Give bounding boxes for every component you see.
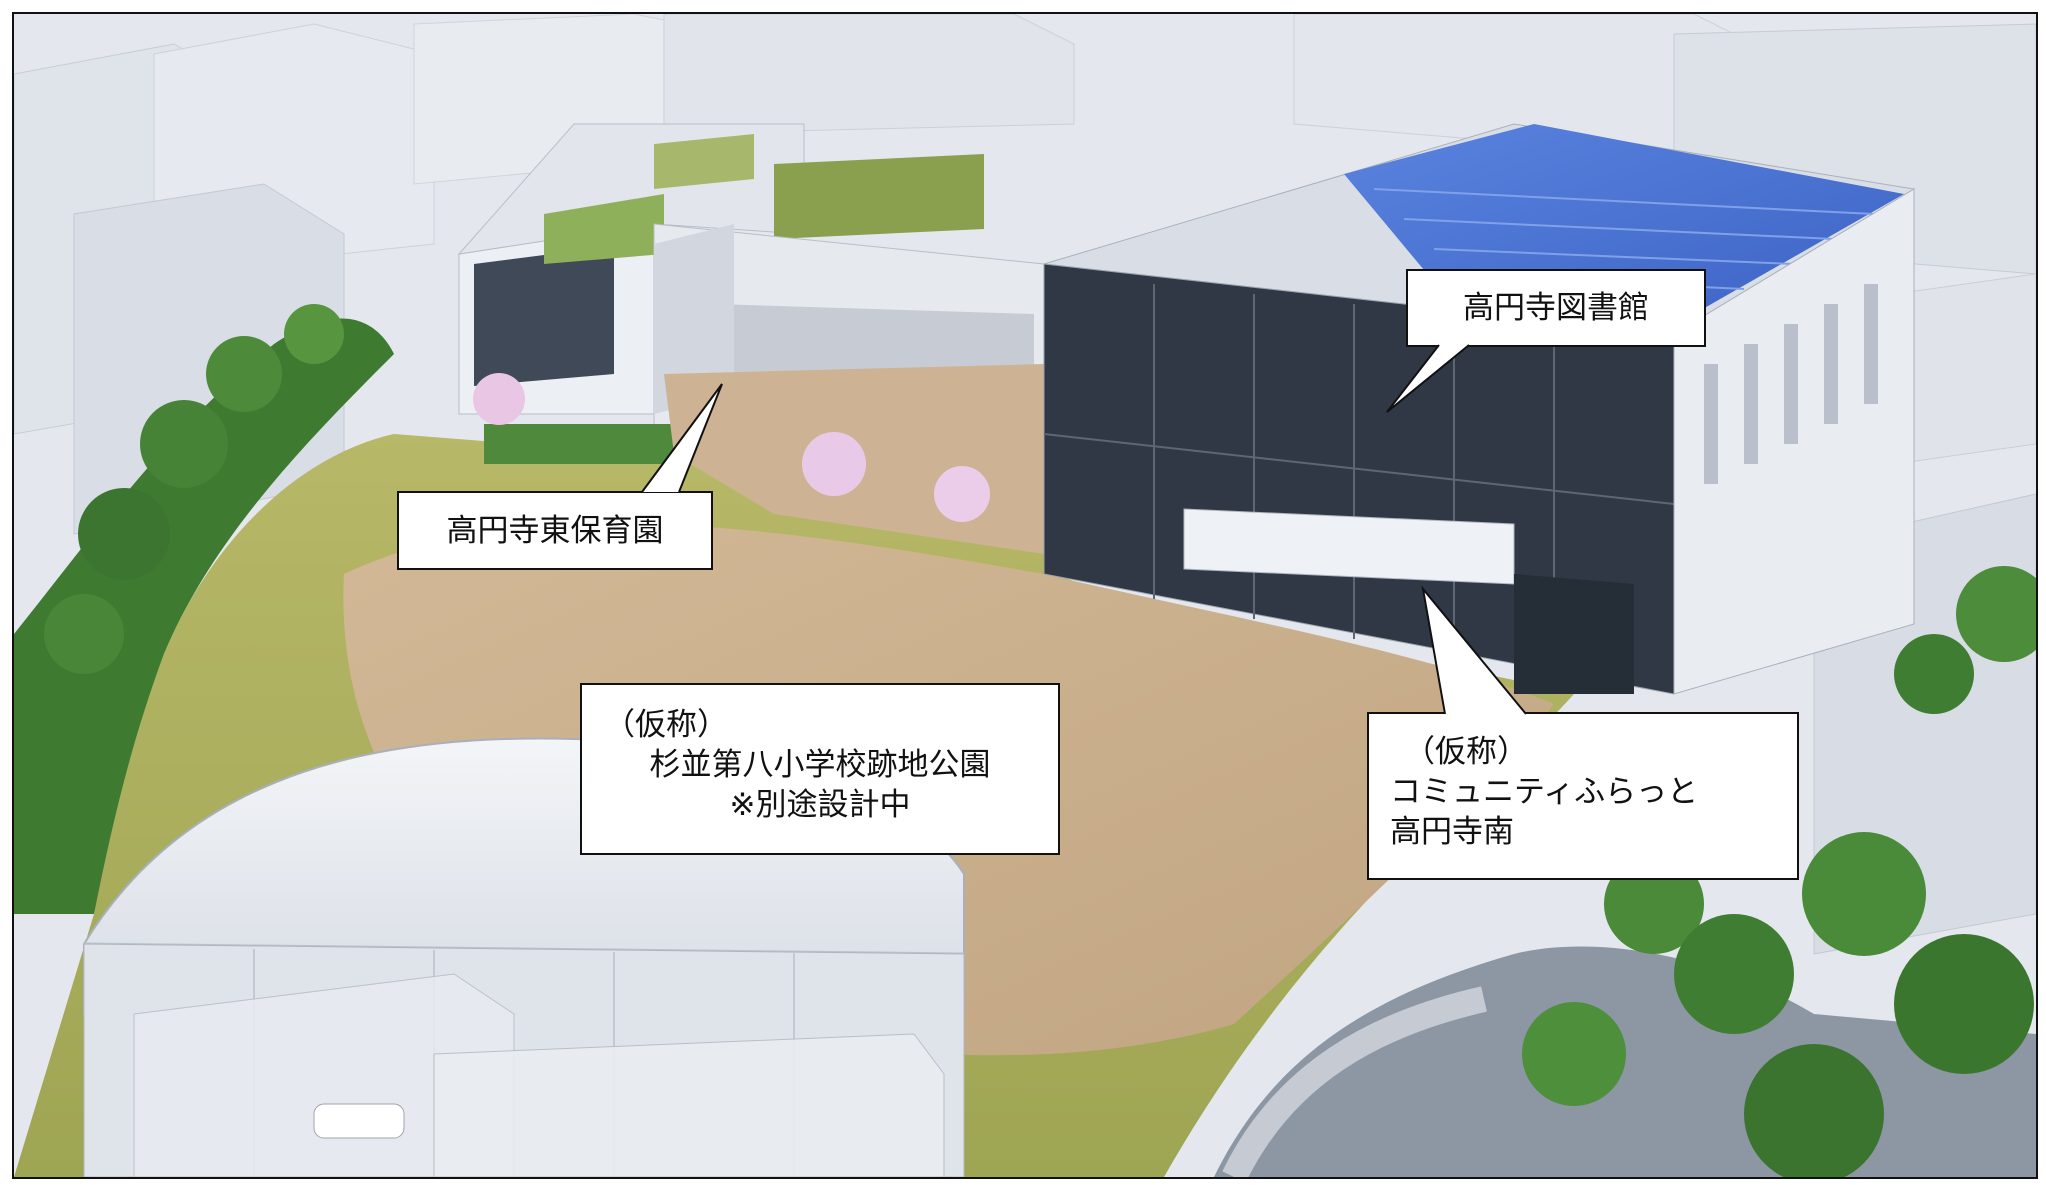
rendering-frame: 高円寺図書館 高円寺東保育園 （仮称） 杉並第八小学校跡地公園 ※別途設計中 （… bbox=[12, 12, 2038, 1179]
library-building bbox=[1043, 123, 1916, 695]
nursery-callout: 高円寺東保育園 bbox=[397, 491, 713, 570]
park-label-line3: ※別途設計中 bbox=[729, 787, 911, 823]
park-label-line1: （仮称） bbox=[604, 707, 728, 743]
community-label-line2: コミュニティふらっと bbox=[1390, 774, 1699, 810]
park-label-line2: 杉並第八小学校跡地公園 bbox=[649, 747, 991, 783]
community-callout: （仮称） コミュニティふらっと 高円寺南 bbox=[1367, 712, 1799, 880]
nursery-label: 高円寺東保育園 bbox=[446, 513, 664, 549]
left-tree-line bbox=[14, 304, 394, 914]
library-callout: 高円寺図書館 bbox=[1406, 269, 1706, 347]
site-rendering bbox=[14, 14, 2036, 1177]
community-label-line3: 高円寺南 bbox=[1390, 814, 1514, 850]
right-trees bbox=[1214, 566, 2036, 1177]
cherry-trees bbox=[473, 373, 990, 522]
park-callout: （仮称） 杉並第八小学校跡地公園 ※別途設計中 bbox=[580, 683, 1060, 855]
community-label-line1: （仮称） bbox=[1404, 734, 1528, 770]
library-label: 高円寺図書館 bbox=[1463, 290, 1649, 326]
